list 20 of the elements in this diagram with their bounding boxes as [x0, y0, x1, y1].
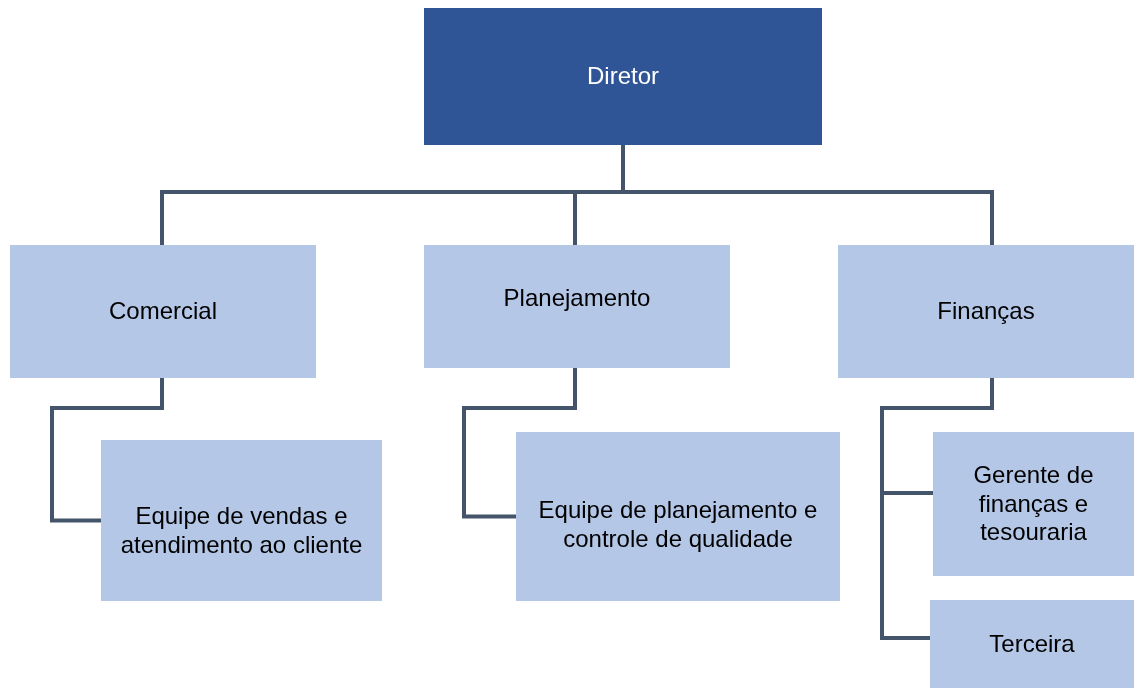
connector-line — [50, 378, 164, 523]
box-label: Planejamento — [503, 284, 651, 313]
director-box — [424, 8, 822, 145]
box-label: Finanças — [937, 297, 1035, 326]
department-box — [424, 245, 730, 368]
department-box — [101, 440, 382, 601]
box-label: Equipe de vendas e atendimento ao cliente — [119, 501, 364, 560]
box-label: Comercial — [109, 297, 217, 326]
connector-line — [880, 378, 994, 640]
box-label: Equipe de planejamento e controle de qualidade — [537, 495, 819, 554]
department-box — [10, 245, 316, 378]
box-label: Terceira — [989, 629, 1075, 659]
department-box — [933, 432, 1134, 576]
connector-line — [621, 145, 994, 245]
department-box — [838, 245, 1134, 378]
connector-line — [462, 368, 577, 519]
department-box — [516, 432, 840, 601]
box-label: Diretor — [587, 62, 659, 91]
department-box — [930, 600, 1134, 688]
box-label: Gerente de finanças e tesouraria — [972, 460, 1095, 548]
